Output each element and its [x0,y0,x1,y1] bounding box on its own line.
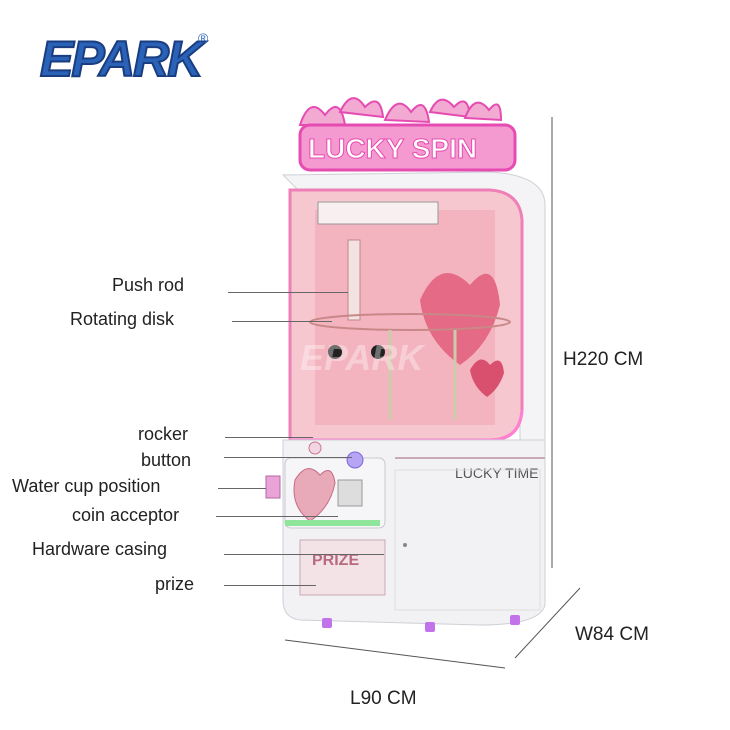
brand-logo-text: EPARK [39,30,204,88]
length-dimension-line [284,639,506,669]
top-control-plate [317,201,439,225]
dimension-length: L90 CM [350,688,417,709]
label-prize: prize [155,574,195,594]
leader-water-cup-position [218,488,266,489]
leader-prize [224,585,316,586]
eye-icon [371,345,385,359]
foot [510,615,520,625]
eye-icon [328,345,342,359]
leader-push-rod [228,292,348,293]
dimension-height: H220 CM [563,349,644,370]
width-dimension-line [514,587,581,659]
marquee-text: LUCKY SPIN [308,133,477,164]
watermark: EPARK [300,337,426,378]
foot [322,618,332,628]
dimension-width: W84 CM [575,624,649,645]
label-rotating-disk: Rotating disk [70,309,175,329]
registered-mark: ® [198,30,209,46]
leader-hardware-casing [224,554,384,555]
water-cup-holder [265,475,281,499]
push-rod [347,239,361,321]
leader-rocker [225,437,313,438]
green-led-strip [285,520,380,526]
heart-emblem [293,468,336,522]
rocker-knob [308,441,322,455]
label-rocker: rocker [138,424,189,444]
crown-hearts [298,97,503,126]
label-hardware-casing: Hardware casing [32,539,168,559]
side-door [394,469,541,611]
door-lock [403,543,407,547]
leader-button [224,457,352,458]
label-button: button [141,450,192,470]
coin-acceptor [337,479,363,507]
label-water-cup-position: Water cup position [12,476,161,496]
brand-logo: EPARK ® [39,30,220,100]
foot [425,622,435,632]
leader-coin-acceptor [216,516,338,517]
button [346,451,364,469]
leader-rotating-disk [232,321,332,322]
marquee-sign [298,123,517,172]
label-push-rod: Push rod [112,275,185,295]
cabinet-brand-text: LUCKY TIME [455,465,539,481]
prize-door-text: PRIZE [312,552,359,569]
heart-decoration [420,273,500,365]
heart-decoration-small [470,359,504,397]
label-coin-acceptor: coin acceptor [72,505,180,525]
rotating-disk [309,313,511,331]
